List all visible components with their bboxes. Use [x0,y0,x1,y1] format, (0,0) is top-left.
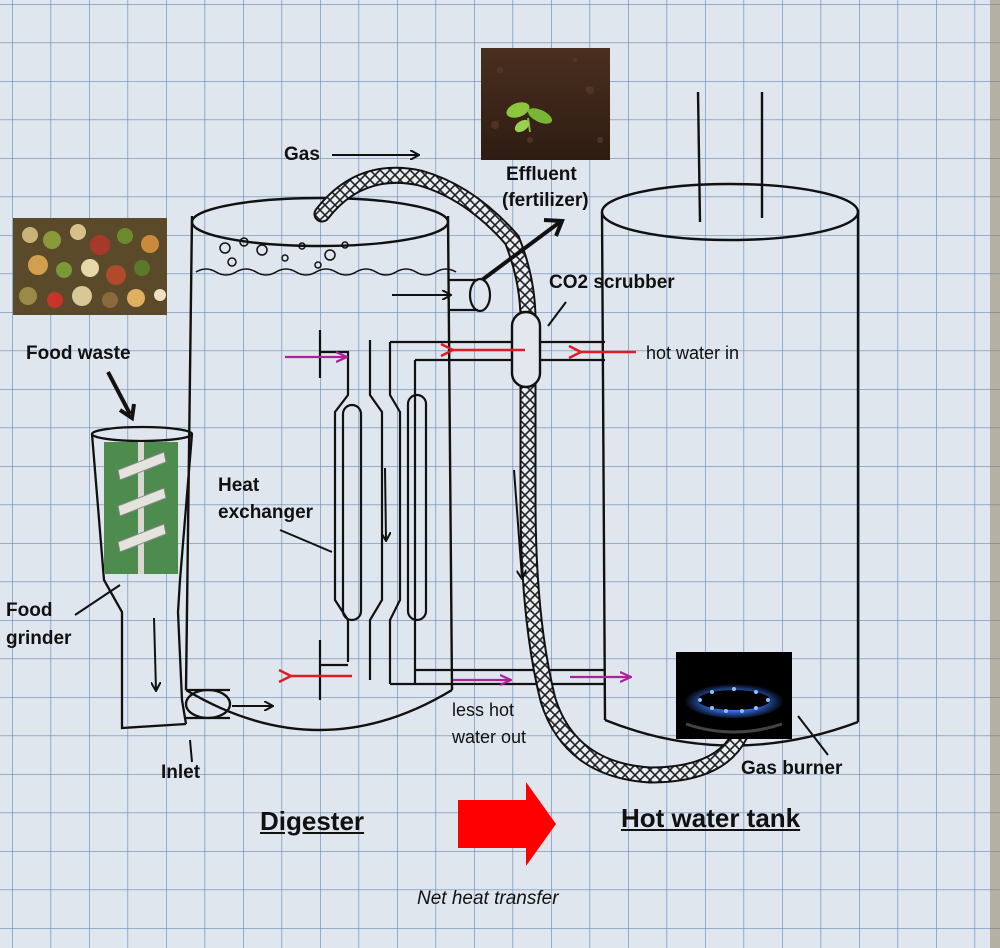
photo-edge-strip [990,0,1000,948]
label-effluent: Effluent [506,164,577,185]
effluent-arrow [480,220,562,282]
label-food: Food [6,600,53,621]
gas-flame-photo [676,652,792,739]
title-digester: Digester [260,806,365,836]
label-grinder: grinder [6,628,72,649]
label-heat: Heat [218,475,260,496]
food-grinder [90,425,232,730]
label-exchanger: exchanger [218,502,314,523]
label-fertilizer: (fertilizer) [502,190,589,211]
label-co2-scrubber: CO2 scrubber [549,272,675,293]
red-arrows [290,350,636,676]
heat-exchanger [318,330,605,700]
hot-water-tank [600,91,860,747]
effluent-outlet [448,277,492,313]
food-waste-photo [13,218,167,315]
black-arrows [74,155,829,763]
label-inlet: Inlet [161,762,201,783]
label-less-hot: less hot [452,700,515,720]
food-waste-arrow [106,371,132,415]
label-gas-burner: Gas burner [741,758,843,779]
gas-bubbles [219,237,349,269]
magenta-arrows [285,357,630,680]
grinder-photo [104,442,178,574]
title-hot-water-tank: Hot water tank [621,803,801,833]
label-water-out: water out [452,727,527,747]
label-gas: Gas [284,144,320,165]
label-food-waste: Food waste [26,343,131,364]
net-heat-arrow [458,782,556,866]
label-net-heat-transfer: Net heat transfer [417,888,559,909]
seedling-photo [481,48,610,160]
label-hot-water-in: hot water in [646,343,740,363]
